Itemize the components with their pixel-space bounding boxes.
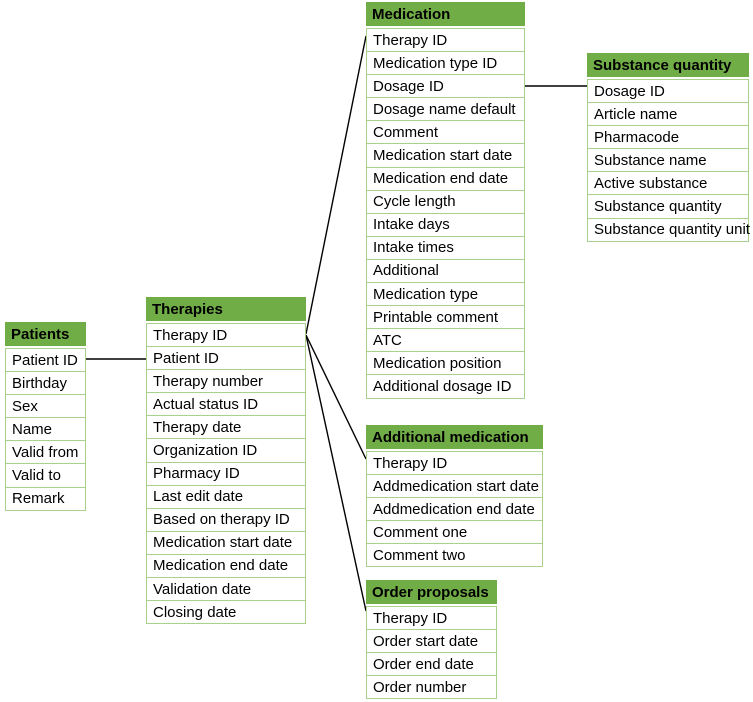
entity-row: Medication type ID <box>366 51 525 76</box>
entity-row: Sex <box>5 394 86 419</box>
entity-row: Additional <box>366 258 525 284</box>
entity-row: Medication end date <box>146 553 306 579</box>
entity-row: ATC <box>366 328 525 353</box>
entity-row: Comment two <box>366 543 543 568</box>
entity-row: Remark <box>5 486 86 511</box>
entity-row: Therapy ID <box>146 323 306 348</box>
entity-row: Intake days <box>366 212 525 237</box>
entity-row: Dosage name default <box>366 97 525 122</box>
connection-line-therapies-therapy-id--medication-therapy-id <box>305 35 367 335</box>
entity-row: Medication end date <box>366 166 525 191</box>
entity-table-header-therapies: Therapies <box>146 297 306 321</box>
entity-row: Therapy ID <box>366 606 497 631</box>
entity-row: Addmedication start date <box>366 474 543 499</box>
entity-row: Actual status ID <box>146 392 306 417</box>
entity-row: Comment one <box>366 520 543 545</box>
entity-row: Medication start date <box>366 143 525 168</box>
entity-row: Active substance <box>587 171 749 196</box>
entity-row: Cycle length <box>366 189 525 214</box>
entity-table-header-order-proposals: Order proposals <box>366 580 497 604</box>
entity-row: Closing date <box>146 600 306 625</box>
entity-row: Pharmacy ID <box>146 461 306 486</box>
entity-row: Therapy ID <box>366 451 543 476</box>
entity-row: Birthday <box>5 371 86 396</box>
entity-row: Patient ID <box>5 348 86 373</box>
entity-row: Based on therapy ID <box>146 507 306 532</box>
entity-table-header-medication: Medication <box>366 2 525 26</box>
connection-line-therapies-therapy-id--additional-medication-therapy-id <box>305 334 367 460</box>
entity-row: Medication position <box>366 351 525 376</box>
entity-row: Therapy number <box>146 369 306 394</box>
entity-row: Therapy date <box>146 415 306 440</box>
entity-row: Dosage ID <box>587 79 749 104</box>
entity-row: Therapy ID <box>366 28 525 53</box>
entity-row: Article name <box>587 102 749 127</box>
entity-row: Dosage ID <box>366 74 525 99</box>
entity-table-header-additional-medication: Additional medication <box>366 425 543 449</box>
entity-row: Order start date <box>366 629 497 654</box>
entity-row: Valid from <box>5 440 86 465</box>
entity-row: Order end date <box>366 652 497 677</box>
entity-row: Substance name <box>587 148 749 173</box>
entity-row: Addmedication end date <box>366 497 543 522</box>
connection-line-therapies-therapy-id--order-proposals-therapy-id <box>305 334 367 612</box>
entity-table-header-patients: Patients <box>5 322 86 346</box>
entity-row: Medication type <box>366 282 525 307</box>
entity-row: Patient ID <box>146 346 306 371</box>
entity-row: Last edit date <box>146 484 306 509</box>
entity-row: Medication start date <box>146 530 306 555</box>
entity-row: Valid to <box>5 463 86 488</box>
entity-row: Substance quantity unit <box>587 217 750 242</box>
entity-table-header-substance-quantity: Substance quantity <box>587 53 749 77</box>
entity-row: Validation date <box>146 577 306 602</box>
entity-row: Printable comment <box>366 305 525 330</box>
entity-row: Additional dosage ID <box>366 374 525 399</box>
entity-row: Intake times <box>366 235 525 260</box>
entity-row: Comment <box>366 120 525 145</box>
entity-row: Substance quantity <box>587 194 749 219</box>
entity-row: Name <box>5 417 86 442</box>
entity-row: Order number <box>366 675 497 700</box>
entity-row: Organization ID <box>146 438 306 463</box>
entity-row: Pharmacode <box>587 125 749 150</box>
